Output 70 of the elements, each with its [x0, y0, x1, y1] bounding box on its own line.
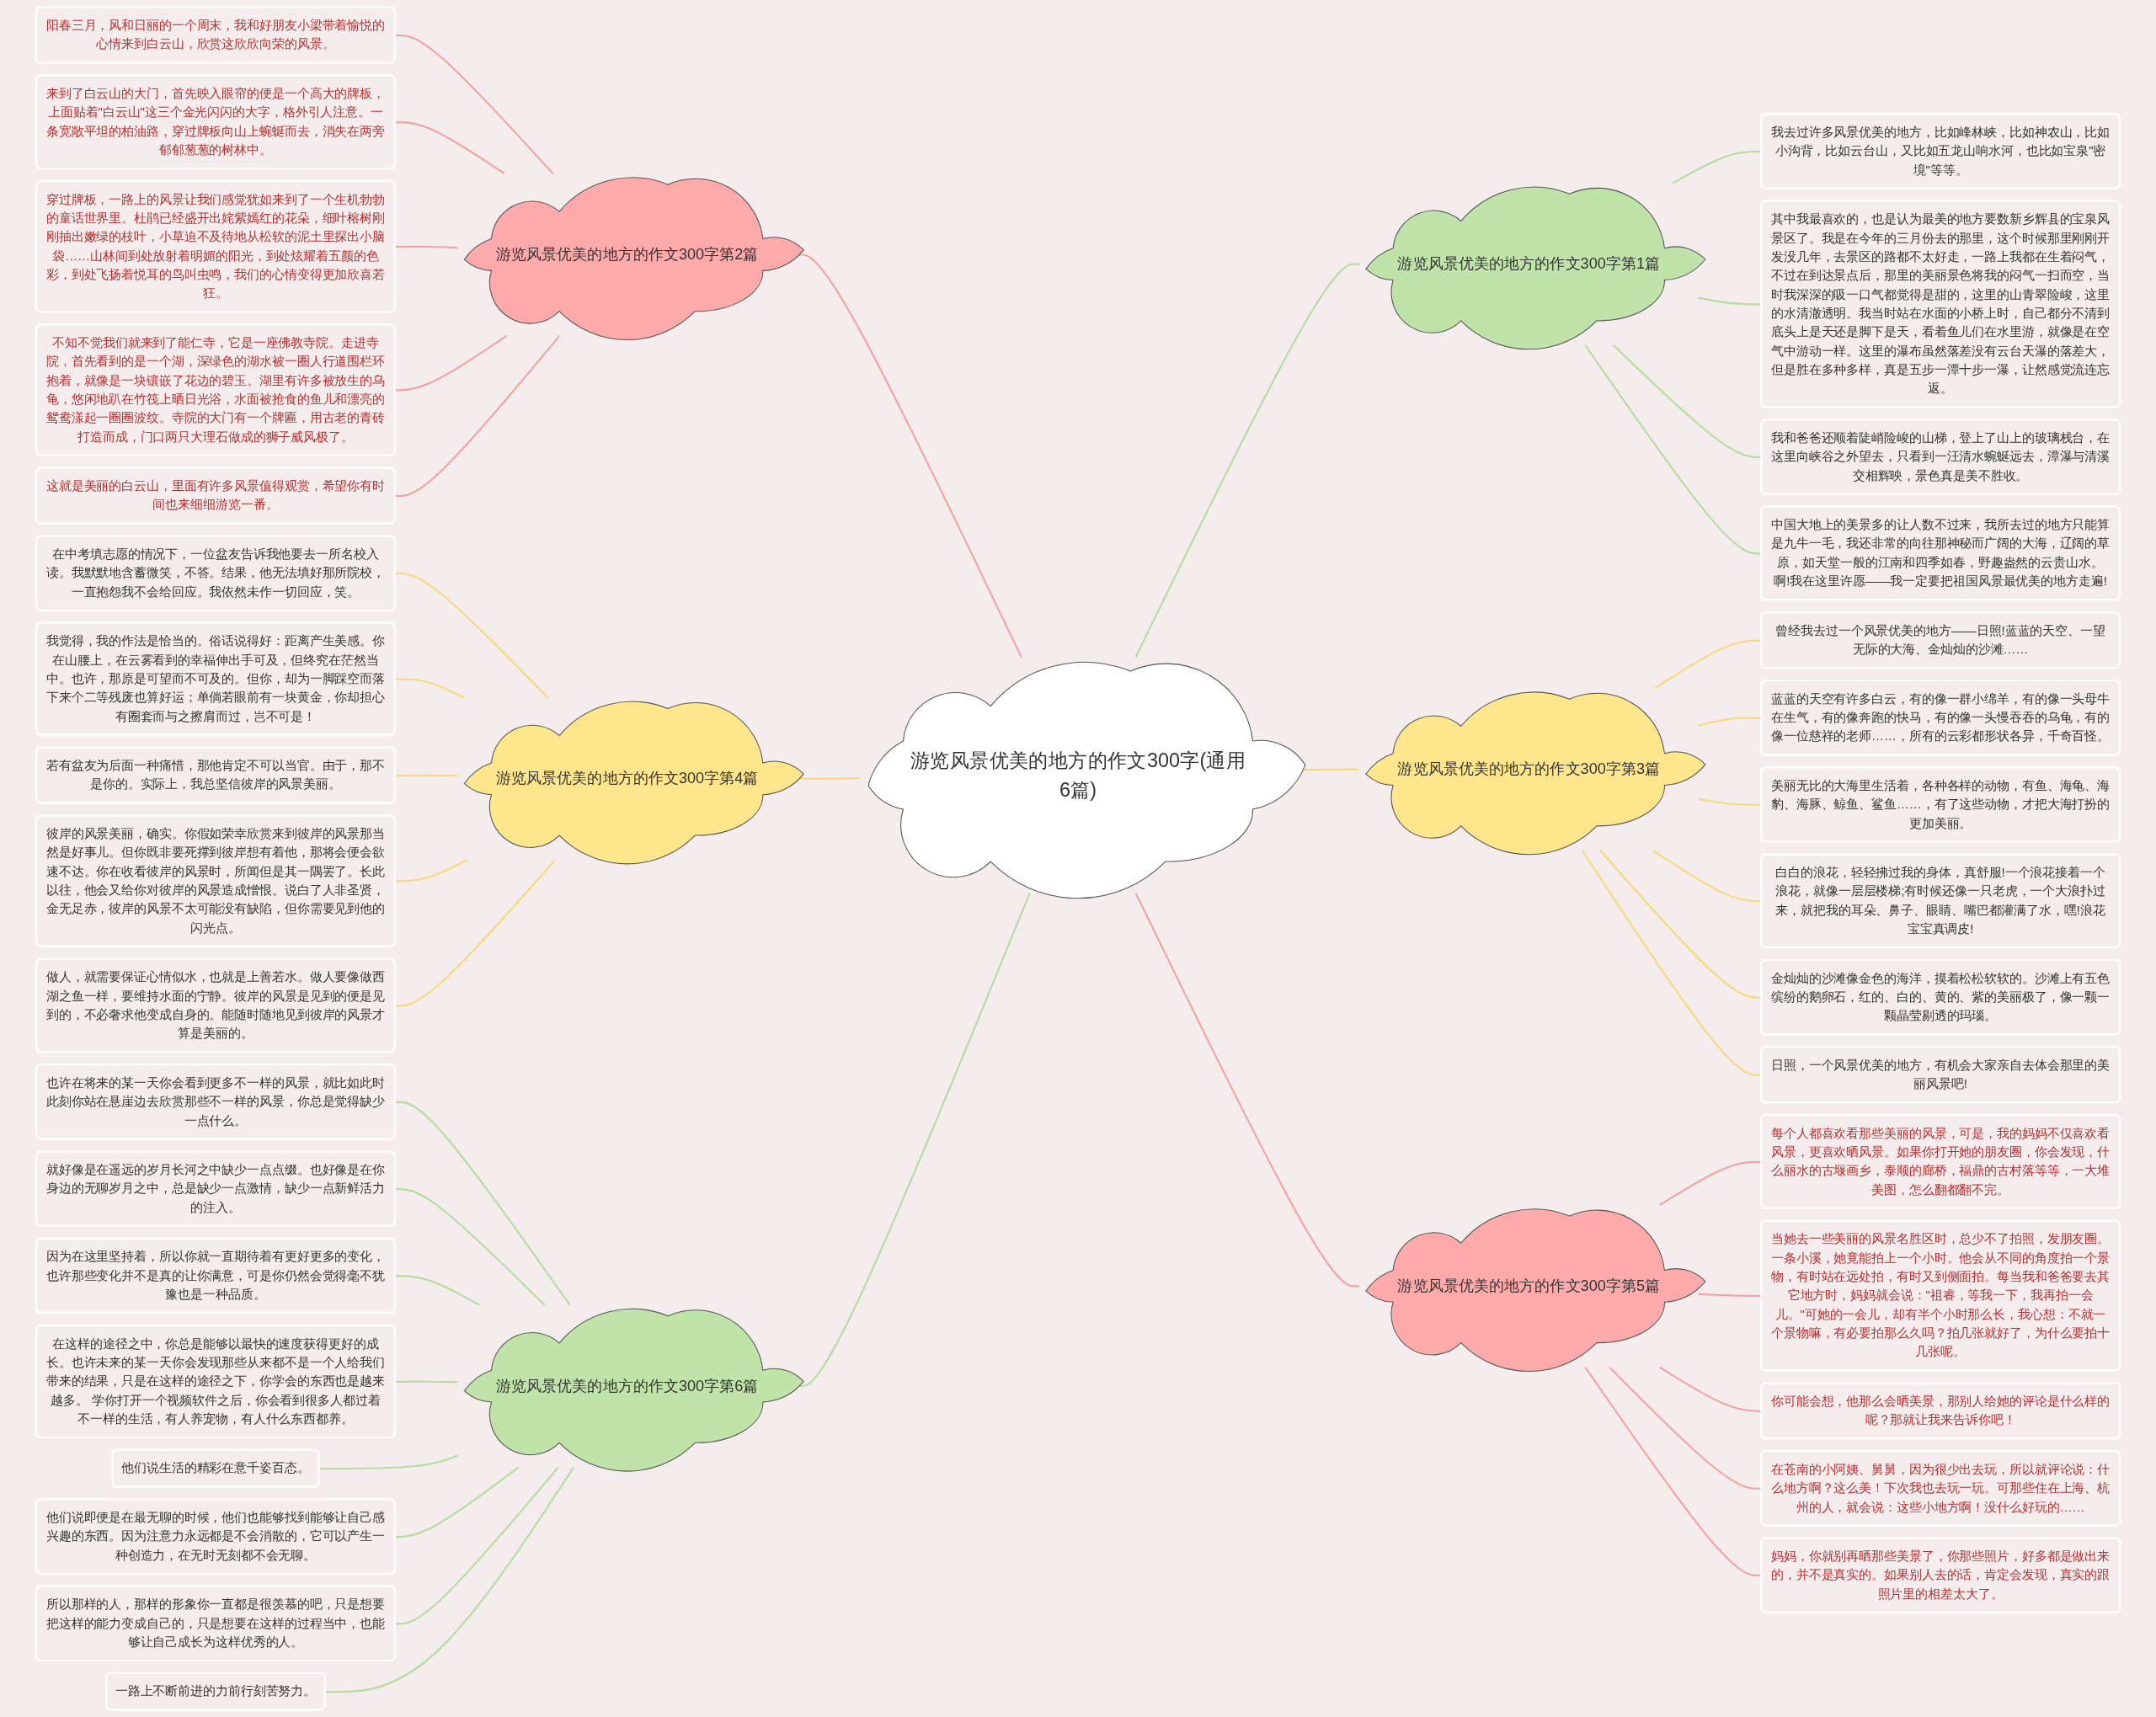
connector [1654, 639, 1762, 690]
node-text: 美丽无比的大海里生活着，各种各样的动物，有鱼、海龟、海豹、海豚、鲸鱼、鲨鱼……，有了这些动物，才把大海打扮的更加美丽。 [1770, 777, 2111, 830]
node-text: 你可能会想，他那么会晒美景，那别人给她的评论是什么样的呢？那就让我来告诉你吧！ [1770, 1394, 2111, 1427]
connector [395, 859, 468, 882]
node-text: 不知不觉我们就来到了能仁寺，它是一座佛教寺院。走进寺院，首先看到的是一个湖，深绿色的湖水被一圈人行道围栏环抱着，就像是一块镶嵌了花边的碧玉。湖里有许多被放生的乌龟，悠闲地趴在竹筏上晒日光浴，水面被抢食的鱼儿和漂亮的鸳鸯漾起一圈圈波纹。寺院的大门有一个牌匾，用古老的青砖打造而成，门口两只大理石做成的狮子威风极了。 [45, 335, 386, 444]
connector [325, 1466, 575, 1693]
node-text: 金灿灿的沙滩像金色的海洋，摸着松松软软的。沙滩上有五色缤纷的鹅卵石，红的、白的、黄的、紫的美丽极了，像一颗一颗晶莹剔透的玛瑙。 [1770, 970, 2111, 1023]
node-text: 他们说即便是在最无聊的时候，他们也能够找到能够让自己感兴趣的东西。因为注意力永远都是不会消散的，它可以产生一种创造力，在无时无刻都不会无聊。 [45, 1510, 386, 1562]
node-text: 我去过许多风景优美的地方，比如峰林峡，比如神农山，比如小沟背，比如云台山，又比如五龙山响水河，也比如宝泉"密境"等等。 [1770, 125, 2111, 177]
connector [395, 572, 549, 699]
connector [395, 1101, 571, 1306]
node-text: 因为在这里坚持着，所以你就一直期待着有更好更多的变化，也许那些变化并不是真的让你满意，可是你仍然会觉得毫不犹豫也是一种品质。 [45, 1249, 386, 1302]
connector [395, 1275, 480, 1306]
connector [1659, 1160, 1762, 1206]
node-text: 来到了白云山的大门，首先映入眼帘的便是一个高大的牌板，上面贴着"白云山"这三个金光闪闪的大字，格外引人注意。一条宽敞平坦的柏油路，穿过牌板向山上蜿蜒而去，消失在两旁郁郁葱葱的树林中。 [45, 86, 386, 157]
connector [395, 335, 561, 498]
node-text: 这就是美丽的白云山，里面有许多风景值得观赏，希望你有时间也来细细游览一番。 [45, 478, 386, 512]
node-text: 就好像是在遥远的岁月长河之中缺少一点点缀。也好像是在你身边的无聊岁月之中，总是缺少一点激情，缺少一点新鲜活力的注入。 [45, 1162, 386, 1214]
connector [395, 121, 505, 175]
connector [797, 777, 860, 780]
connector [395, 1188, 546, 1306]
node-text: 日照，一个风景优美的地方，有机会大家亲自去体会那里的美丽风景吧! [1770, 1058, 2111, 1091]
node-text: 每个人都喜欢看那些美丽的风景，可是，我的妈妈不仅喜欢看风景，更喜欢晒风景。如果你打开她的朋友圈，你会发现，什么丽水的古堰画乡，泰顺的廊桥，福鼎的古村落等等，一大堆美图，怎么翻都翻不完。 [1770, 1125, 2111, 1197]
node-text: 蓝蓝的天空有许多白云，有的像一群小绵羊，有的像一头母牛在生气，有的像奔跑的快马，有的像一头慢吞吞的乌龟，有的像一位慈祥的老师……，所有的云彩都形状各异，千奇百怪。 [1770, 691, 2111, 744]
connector [395, 245, 458, 249]
node-text: 他们说生活的精彩在意千姿百态。 [121, 1460, 310, 1475]
connector [1652, 850, 1762, 903]
connector [1584, 1367, 1762, 1577]
node-text: 阳春三月，风和日丽的一个周末，我和好朋友小梁带着愉悦的心情来到白云山，欣赏这欣欣向荣的风景。 [45, 18, 386, 51]
node-text: 一路上不断前进的力前行刻苦努力。 [115, 1683, 317, 1698]
connector [1613, 344, 1762, 459]
connector [395, 774, 458, 777]
node-text: 做人，就需要保证心情似水，也就是上善若水。做人要像做西湖之鱼一样，要维持水面的宁静。彼岸的风景是见到的便是见到的，不必奢求他变成自身的。能随时随地见到彼岸的风景才算是美丽的。 [45, 969, 386, 1041]
node-text: 我和爸爸还顺着陡峭险峻的山梯，登上了山上的玻璃栈台，在这里向峡谷之外望去，只看到一汪清水蜿蜒远去，潭瀑与清溪交相辉映，景色真是美不胜收。 [1770, 430, 2111, 483]
connector [1698, 296, 1762, 306]
node-text: 当她去一些美丽的风景名胜区时，总少不了拍照，发朋友圈。一条小溪，她竟能拍上一个小时。他会从不同的角度拍一个景物，有时站在远处拍，有时又到侧面拍。每当我和爸爸要去其它地方时，妈妈就会说："祖睿，等我一下，我再拍一会儿。"可她的一会儿，却有半个小时那么长，我心想：不就一个景物嘛，有必要拍那么久吗？拍几张就好了，为什么要拍十几张呢。 [1770, 1231, 2111, 1359]
node-text: 白白的浪花，轻轻拂过我的身体，真舒服!一个浪花接着一个浪花，就像一层层楼梯;有时候还像一只老虎，一个大浪扑过来，就把我的耳朵、鼻子、眼睛、嘴巴都灌满了水，嘿!浪花宝宝真调皮! [1775, 865, 2105, 936]
connector [1584, 344, 1762, 555]
connector [395, 1380, 458, 1384]
connector [1698, 797, 1762, 806]
connector [1134, 263, 1359, 658]
node-text: 在这样的途径之中，你总是能够以最快的速度获得更好的成长。也许未来的某一天你会发现那些从来都不是一个人给我们带来的结果，只是在这样的途径之下，你学会的东西也是越来越多。 学你打开一个视频软件之后，你会看到很多人都过着不一样的生活，有人养宠物，有人什么东西都养。 [45, 1336, 386, 1426]
node-text: 彼岸的风景美丽，确实。你假如荣幸欣赏来到彼岸的风景那当然是好事儿。但你既非要死撑到彼岸想有着他，那将会便会欲速不达。你在收看彼岸的风景时，所闻但是其一隅罢了。长此以往，他会又给你对彼岸的风景造成憎恨。说白了人非圣贤，金无足赤，彼岸的风景不太可能没有缺陷，但你需要见到他的闪光点。 [45, 826, 386, 935]
connector [395, 334, 507, 392]
connector [1609, 1366, 1762, 1490]
connector [1581, 850, 1762, 1076]
connector [1659, 1366, 1762, 1412]
connector [395, 1466, 520, 1538]
connector [1599, 850, 1762, 999]
node-text: 曾经我去过一个风景优美的地方——日照!蓝蓝的天空、一望无际的大海、金灿灿的沙滩…… [1775, 622, 2105, 657]
connector [318, 1454, 458, 1470]
node-text: 也许在将来的某一天你会看到更多不一样的风景，就比如此时此刻你站在悬崖边去欣赏那些不一样的风景，你总是觉得缺少一点什么。 [45, 1075, 386, 1128]
connector [395, 678, 465, 699]
connector [797, 253, 1022, 658]
connector [1698, 717, 1762, 727]
node-text: 所以那样的人，那样的形象你一直都是很羡慕的吧，只是想要把这样的能力变成自己的，只是想要在这样的过程当中，也能够让自己成长为这样优秀的人。 [45, 1597, 386, 1650]
node-text: 在苍南的小阿姨、舅舅，因为很少出去玩，所以就评论说：什么地方啊？这么美！下次我也去玩一玩。可那些住在上海、杭州的人，就会说：这些小地方啊！没什么好玩的…… [1770, 1461, 2111, 1514]
connector [1673, 150, 1762, 184]
node-text: 我觉得，我的作法是恰当的。俗话说得好：距离产生美感。你在山腰上，在云雾看到的幸福伸出手可及，但终究在茫然当中。也许，那原是可望而不可及的。但你，却为一脚踩空而落下来个二等残废也算好运；单倘若眼前有一块黄金，你却担心有圈套而与之擦肩而过，岂不可是！ [45, 633, 386, 723]
node-text: 妈妈，你就别再晒那些美景了，你那些照片，好多都是做出来的，并不是真实的。如果别人去的话，肯定会发现，真实的跟照片里的相差太大了。 [1770, 1549, 2111, 1601]
node-text: 穿过牌板，一路上的风景让我们感觉犹如来到了一个生机勃勃的童话世界里。杜鹃已经盛开出姹紫嫣红的花朵，细叶榕树刚刚抽出嫩绿的枝叶，小草迫不及待地从松软的泥土里探出小脑袋……山林间到处放射着明媚的阳光，到处炫耀着五颜的色彩，到处飞扬着悦耳的鸟叫虫鸣，我们的心情变得更加欣喜若狂。 [45, 191, 386, 301]
connector [1698, 1293, 1762, 1298]
node-text: 在中考填志愿的情况下，一位盆友告诉我他要去一所名校入读。我默默地含蓄微笑，不答。结果，他无法填好那所院校，一直抱怨我不会给回应。我依然未作一切回应，笑。 [45, 547, 386, 599]
connector [395, 34, 554, 174]
node-text: 中国大地上的美景多的让人数不过来，我所去过的地方只能算是九牛一毛，我还非常的向往那神秘而广阔的大海，辽阔的草原，如天堂一般的江南和四季如春，野趣盎然的云贵山水。啊!我在这里许愿——我一定要把祖国风景最优美的地方走遍! [1770, 517, 2111, 589]
node-text: 其中我最喜欢的，也是认为最美的地方要数新乡辉县的宝泉风景区了。我是在今年的三月份去的那里，这个时候那里刚刚开发没几年，去景区的路都不太好走，一路上我都在生着闷气，不过在到达景点后，那里的美丽景色将我的闷气一扫而空，当时我深深的吸一口气都觉得是甜的，这里的山青翠险峻，这里的水清澈透明。我当时站在水面的小桥上时，自己都分不清到底头上是天还是脚下是天，看着鱼儿们在水里游，就像是在空气中游动一样。这里的瀑布虽然落差没有云台天瀑的落差大，但是胜在多种多样，真是五步一潭十步一瀑，让然感觉流连忘返。 [1770, 211, 2111, 396]
connector [395, 859, 557, 1007]
connector [1134, 893, 1359, 1288]
node-text: 若有盆友为后面一种痛惜，那他肯定不可以当官。由于，那不是你的。实际上，我总坚信彼岸的风景美丽。 [45, 758, 386, 792]
connector [395, 1466, 559, 1625]
